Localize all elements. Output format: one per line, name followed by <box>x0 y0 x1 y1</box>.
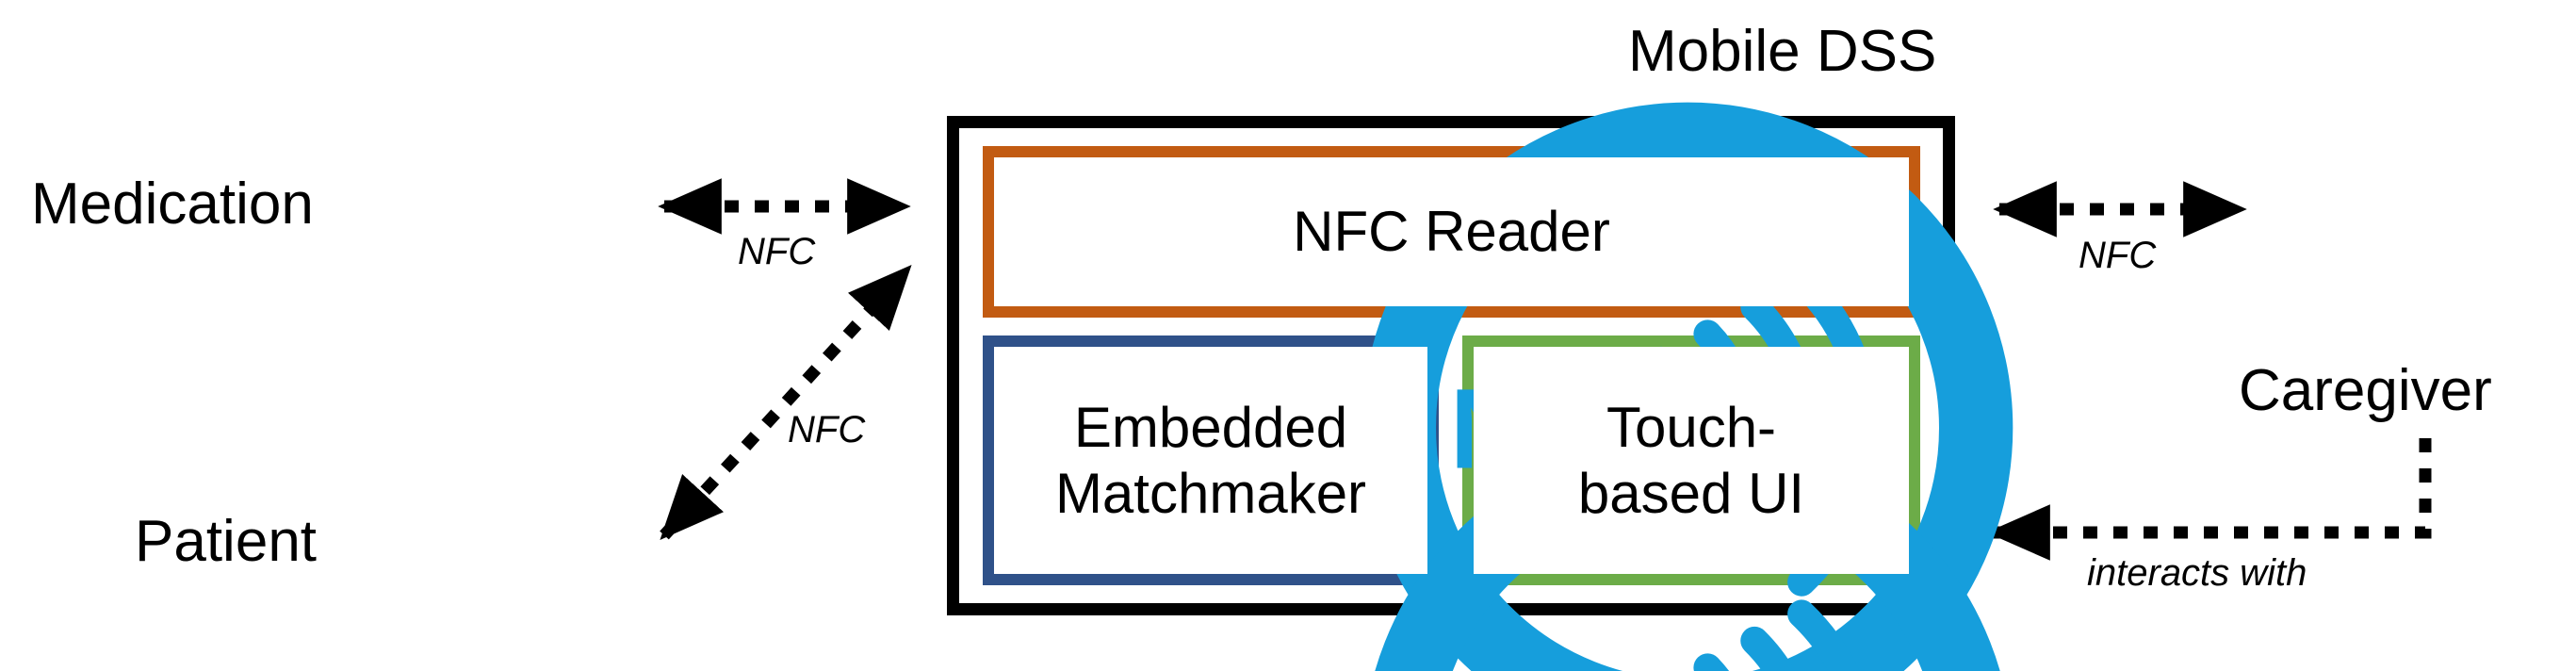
system-title: Mobile DSS <box>1628 19 1937 84</box>
touch-based-ui-label: Touch-based UI <box>1577 395 1805 525</box>
nfc-badge-caregiver[interactable]: NFC <box>2255 98 2477 320</box>
nfc-badge-patient[interactable]: NFC <box>399 426 2000 671</box>
edge-label-medication-nfc: NFC <box>738 231 816 272</box>
actor-label-patient: Patient <box>135 509 318 574</box>
edge-label-caregiver-interacts: interacts with <box>2087 552 2307 594</box>
embedded-matchmaker-label: Embedded Matchmaker <box>1054 395 1367 525</box>
nfc-reader-label: NFC Reader <box>1293 200 1610 264</box>
edge-label-caregiver-nfc: NFC <box>2079 235 2157 276</box>
touch-based-ui-label-wrap: Touch-based UI <box>1474 347 1909 574</box>
nfc-badge-medication[interactable]: NFC <box>399 92 2014 671</box>
actor-label-medication: Medication <box>31 172 314 237</box>
nfc-reader-label-wrap: NFC Reader <box>994 157 1909 306</box>
edge-label-patient-nfc: NFC <box>788 409 866 450</box>
actor-label-caregiver: Caregiver <box>2239 358 2492 423</box>
embedded-matchmaker-label-wrap: Embedded Matchmaker <box>994 347 1427 574</box>
connector-caregiver-interacts <box>1986 438 2432 561</box>
